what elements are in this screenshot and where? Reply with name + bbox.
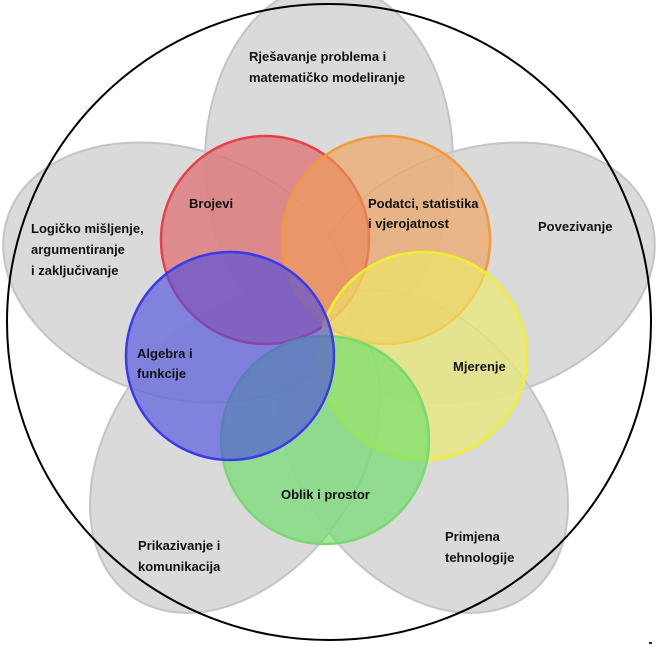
label-mjerenje: Mjerenje [453,359,506,374]
label-oblik: Oblik i prostor [281,487,370,502]
domain-circles [124,134,529,546]
label-brojevi: Brojevi [189,196,233,211]
outer-boundary [6,3,652,641]
label-povezivanje: Povezivanje [538,219,612,234]
corner-mark [649,642,652,644]
circle-algebra [124,250,336,462]
